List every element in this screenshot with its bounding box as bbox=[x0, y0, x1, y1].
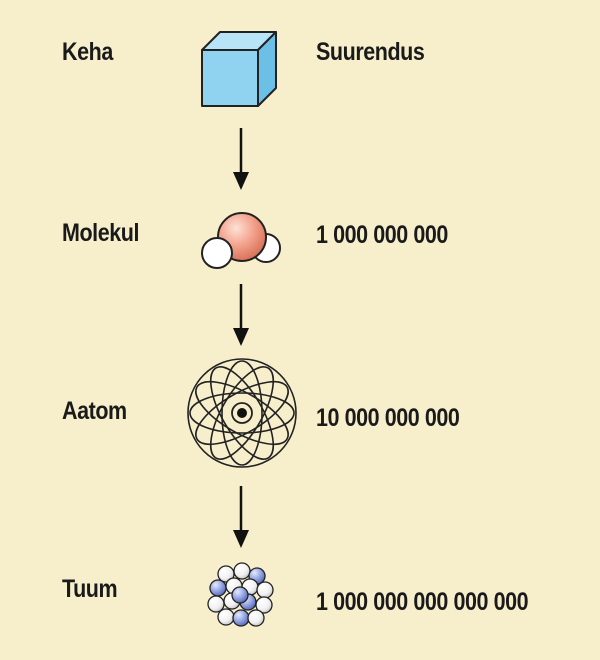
label-magnification-header: Suurendus bbox=[316, 38, 425, 66]
level-name-molecule: Molekul bbox=[62, 219, 140, 247]
arrow-down-icon bbox=[233, 128, 249, 190]
level-name-nucleus: Tuum bbox=[62, 575, 118, 603]
cube-icon bbox=[201, 31, 277, 107]
level-name-atom: Aatom bbox=[62, 397, 127, 425]
magnification-atom: 10 000 000 000 bbox=[316, 404, 460, 432]
arrow-down-icon bbox=[233, 486, 249, 548]
magnification-molecule: 1 000 000 000 bbox=[316, 221, 448, 249]
magnification-nucleus: 1 000 000 000 000 000 bbox=[316, 588, 529, 616]
atom-icon bbox=[187, 358, 297, 468]
label-body: Keha bbox=[62, 38, 113, 66]
molecule-icon bbox=[201, 212, 281, 269]
arrow-down-icon bbox=[233, 284, 249, 346]
nucleus-icon bbox=[207, 562, 274, 627]
